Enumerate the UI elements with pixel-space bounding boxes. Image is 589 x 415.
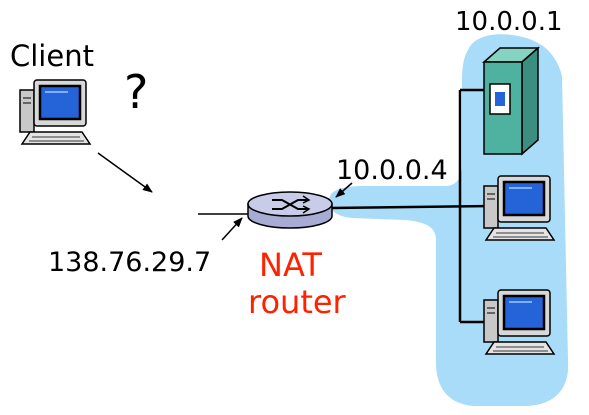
router-label-line1: NAT — [259, 246, 322, 284]
public-ip-arrow — [221, 217, 243, 241]
client-computer-icon — [18, 78, 92, 146]
server-ip-label: 10.0.0.1 — [455, 7, 563, 37]
client-label: Client — [10, 39, 94, 73]
client-arrow — [97, 152, 153, 193]
question-mark: ? — [124, 65, 148, 119]
lan-ip-arrow — [335, 182, 353, 198]
lan-host-1-icon — [482, 174, 556, 242]
router-lan-ip-label: 10.0.0.4 — [336, 155, 448, 186]
router-label-line2: router — [248, 283, 347, 321]
lan-host-2-icon — [482, 288, 556, 356]
public-ip-label: 138.76.29.7 — [48, 247, 211, 278]
server-tower-icon — [482, 46, 540, 156]
router-icon — [247, 191, 333, 229]
lan-link — [329, 204, 493, 210]
